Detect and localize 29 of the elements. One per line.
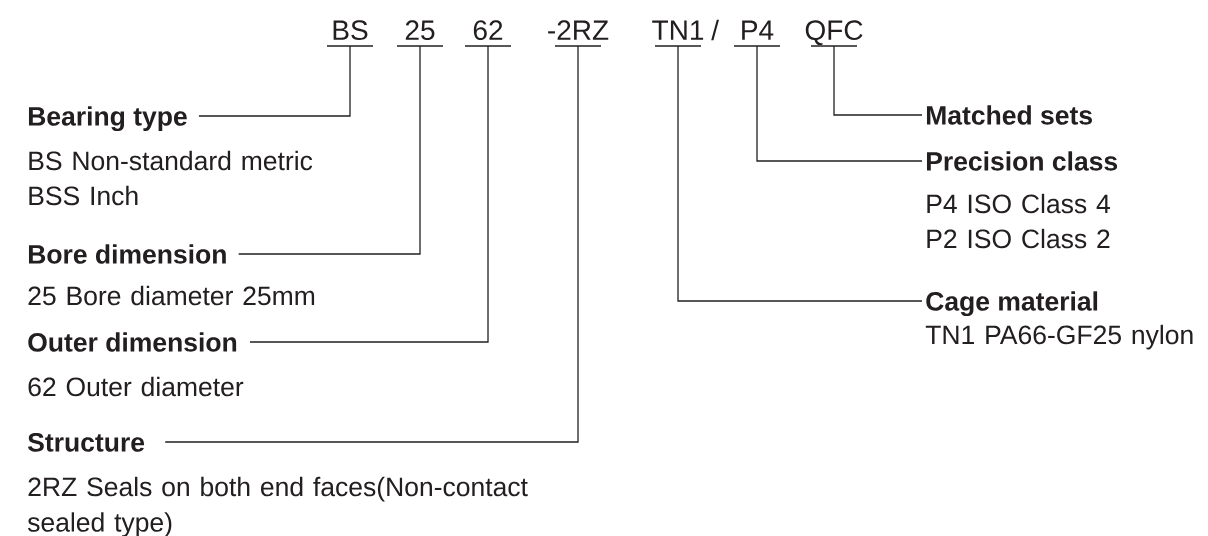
description: P4 ISO Class 4	[927, 193, 1110, 214]
description: BSS Inch	[29, 185, 138, 206]
leader-line	[833, 45, 923, 116]
heading: Structure	[27, 433, 145, 452]
description: BS Non-standard metric	[29, 150, 313, 171]
heading: Outer dimension	[28, 332, 237, 352]
leader-line	[756, 45, 923, 162]
description: P2 ISO Class 2	[927, 228, 1110, 249]
leader-line	[238, 45, 421, 255]
leader-line	[164, 45, 579, 443]
code-segment: -2RZ	[548, 20, 609, 47]
leader-line	[677, 45, 923, 302]
code-segment: QFC	[805, 20, 863, 47]
code-segment: TN1	[652, 20, 704, 47]
description: 25 Bore diameter 25mm	[28, 285, 315, 306]
heading: Bore dimension	[28, 244, 226, 264]
heading: Matched sets	[927, 105, 1092, 125]
leader-line	[249, 45, 489, 343]
code-segment: 62	[464, 20, 512, 47]
code-segment: P4	[733, 20, 781, 47]
heading: Precision class	[927, 151, 1118, 171]
code-separator: /	[711, 19, 719, 41]
description: TN1 PA66-GF25 nylon	[925, 324, 1193, 350]
code-segment: BS	[326, 20, 374, 47]
leader-line	[198, 45, 351, 117]
code-segment: 25	[396, 20, 444, 47]
heading: Cage material	[926, 291, 1098, 317]
heading: Bearing type	[28, 106, 187, 132]
description: 62 Outer diameter	[28, 376, 244, 397]
